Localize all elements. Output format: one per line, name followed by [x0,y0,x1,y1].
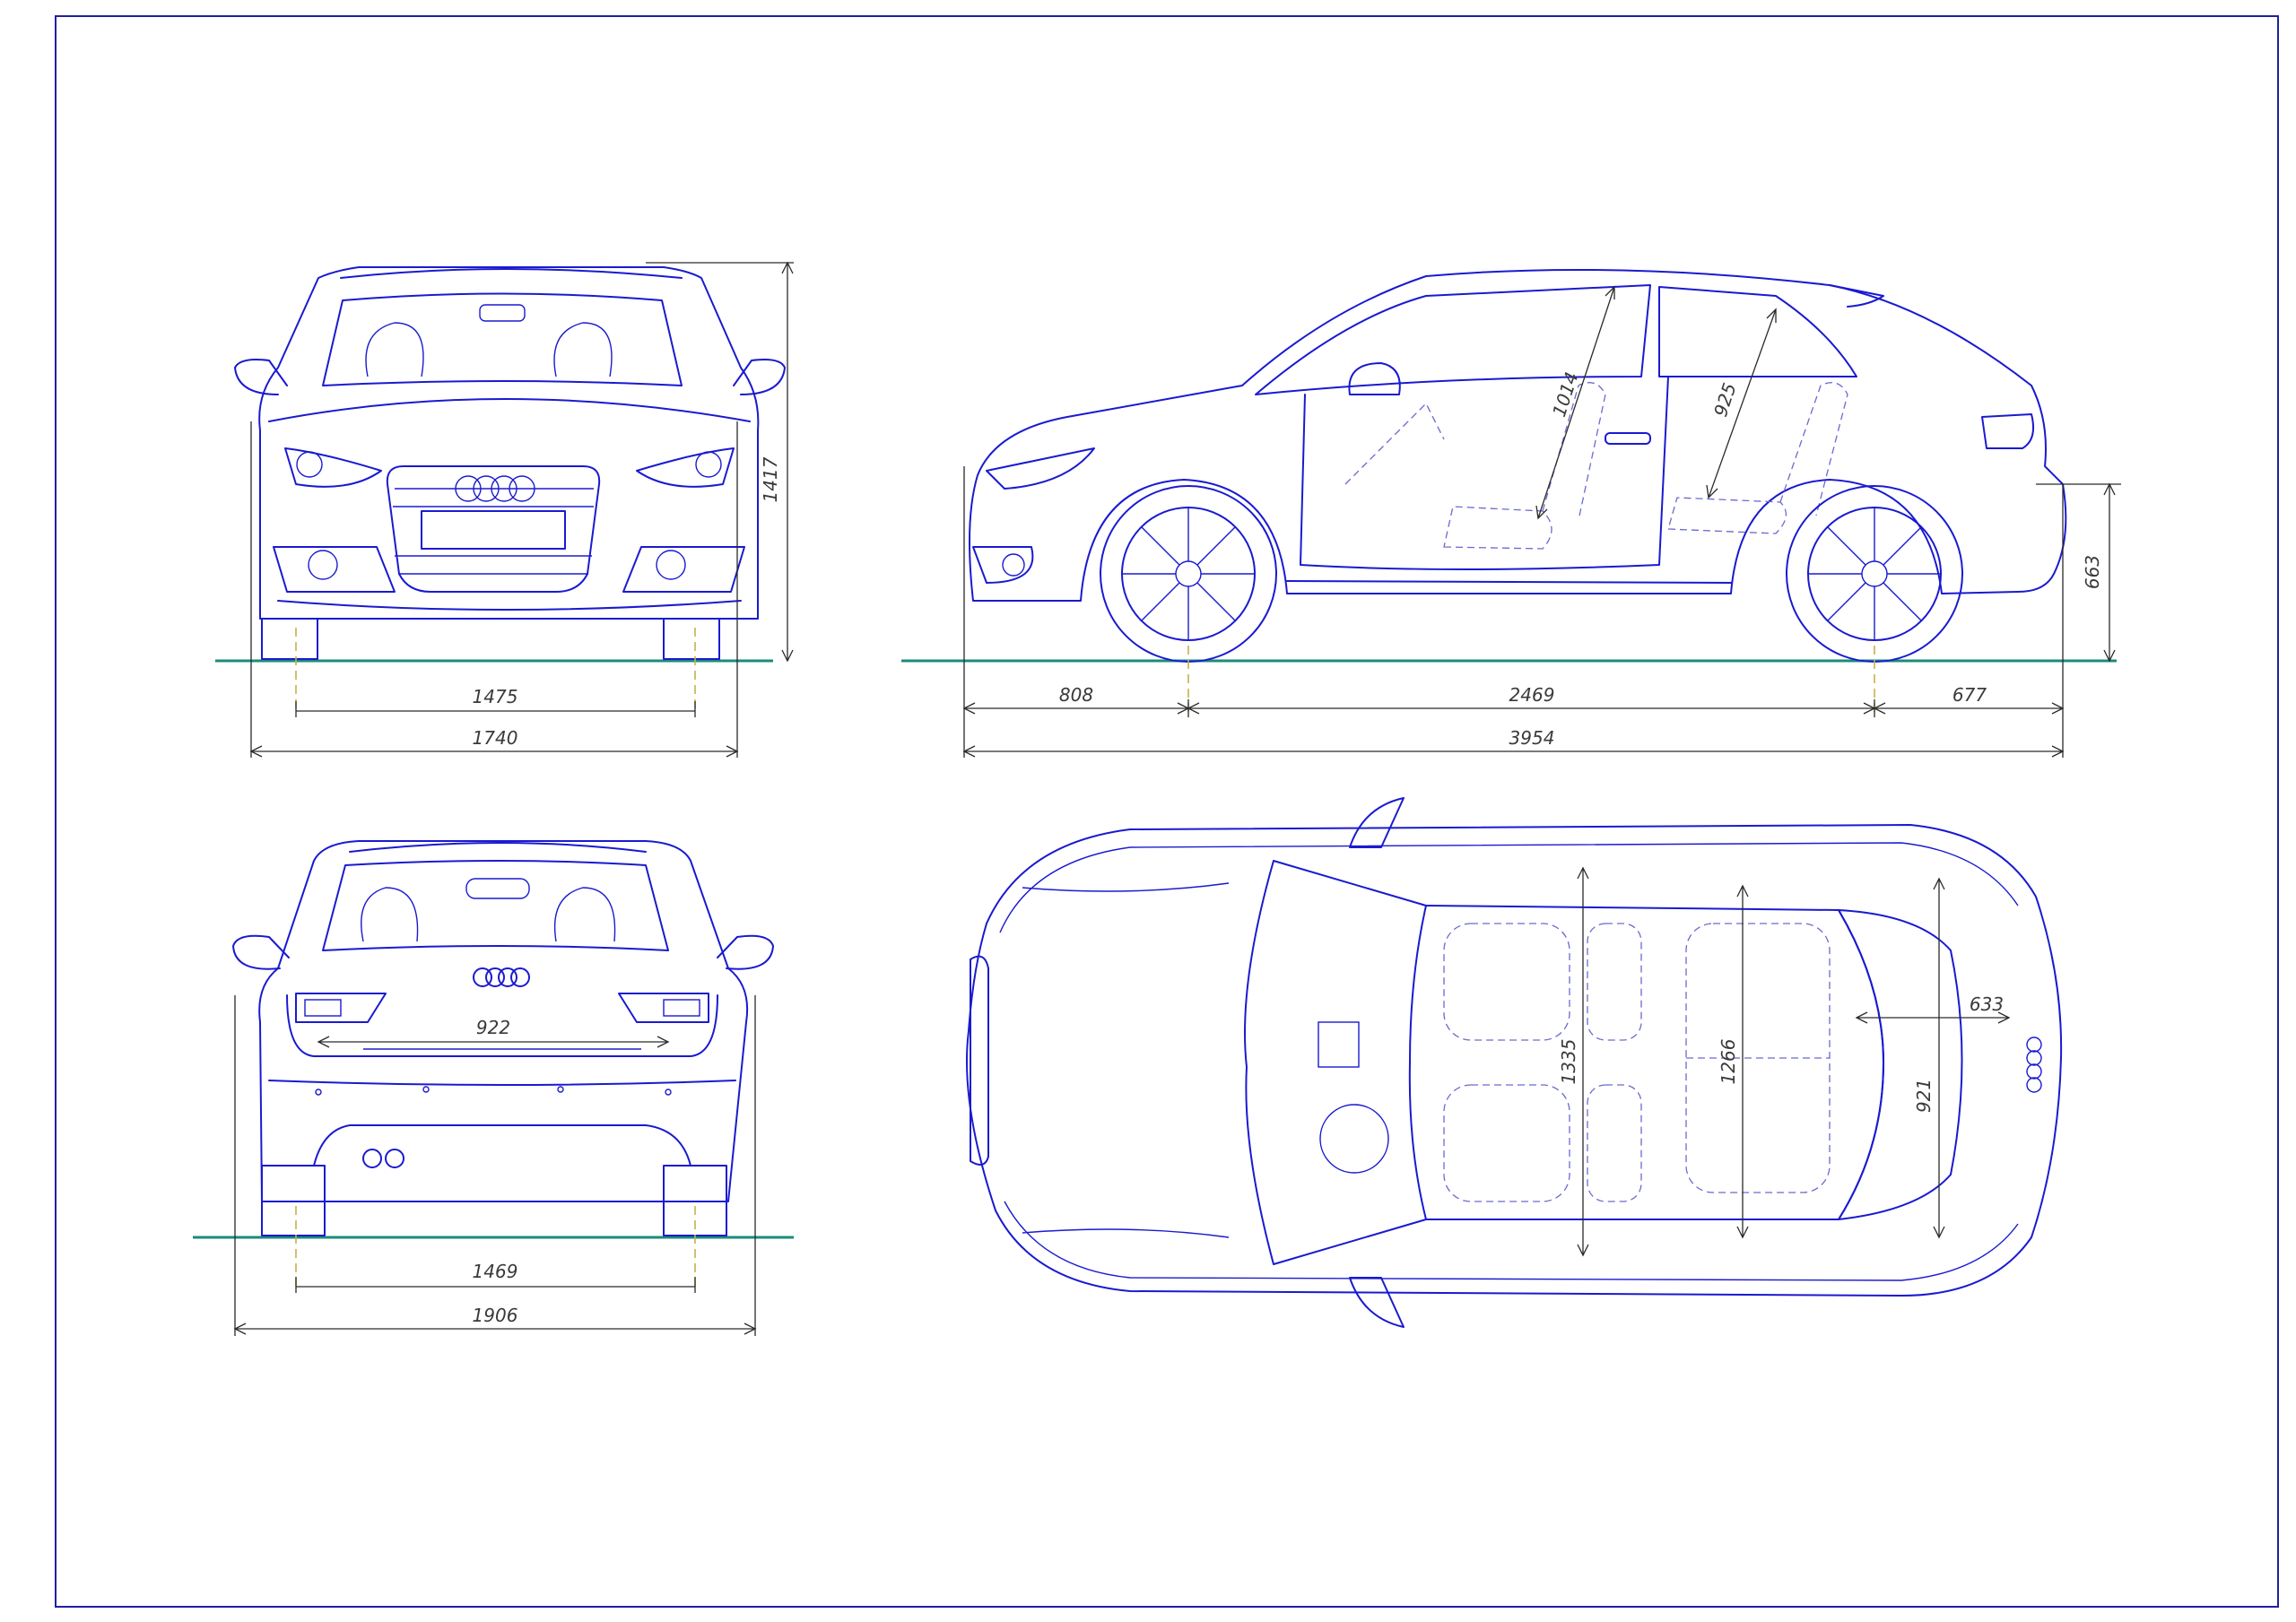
rear-width-label: 1906 [473,1305,518,1326]
front-view: 1417 1475 1740 [215,261,794,758]
overall-length-label: 3954 [1509,727,1555,749]
rear-shoulder-width-label: 1266 [1718,1039,1739,1085]
front-shoulder-width-label: 1335 [1558,1039,1579,1085]
front-track-label: 1475 [473,686,518,707]
drawing-frame [55,15,2279,1608]
front-wheel [1100,485,1277,663]
boot-width-label: 921 [1913,1079,1935,1113]
wheelbase-label: 2469 [1509,684,1555,706]
rear-overhang-label: 677 [1952,684,1987,706]
top-view: 1335 1266 633 921 [966,797,2063,1328]
front-overhang-label: 808 [1059,684,1093,706]
boot-sill-height-label: 663 [2082,555,2103,589]
tailgate-width-label: 922 [476,1017,510,1038]
rear-headroom-label: 925 [1709,380,1741,420]
front-height-label: 1417 [760,456,781,502]
rear-view: 922 1469 1906 [193,840,794,1336]
rear-track-label: 1469 [473,1261,518,1282]
side-view: 1014 925 663 808 2469 677 3954 [901,268,2121,758]
rear-wheel [1786,485,1963,663]
front-width-label: 1740 [473,727,518,749]
boot-length-label: 633 [1970,993,2004,1015]
